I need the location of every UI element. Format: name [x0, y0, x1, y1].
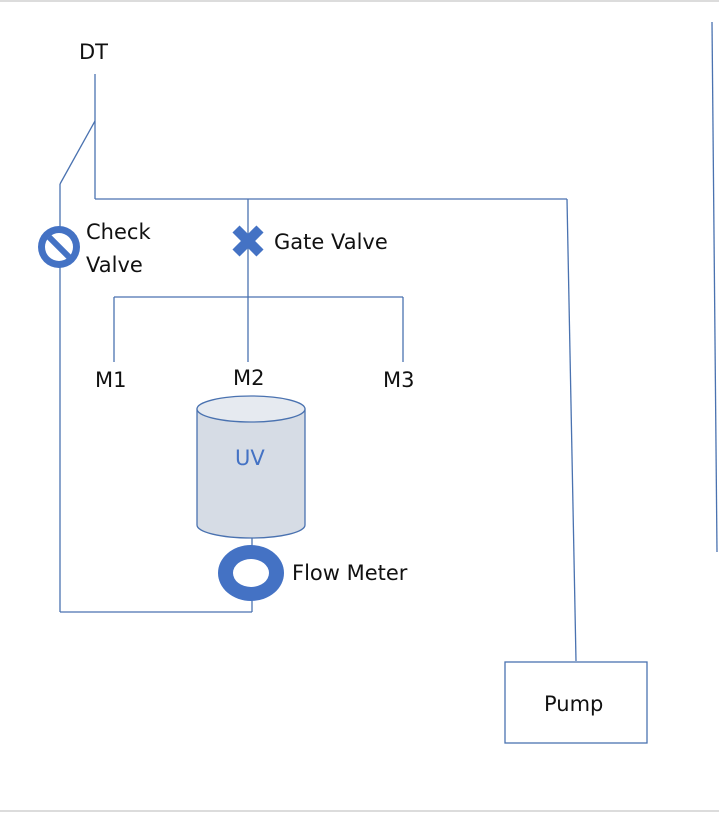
m1-label: M1 [95, 368, 126, 392]
dt-label: DT [79, 40, 108, 64]
uv-tank-icon [196, 395, 306, 539]
check-valve-icon [38, 226, 80, 268]
pump-box [504, 661, 648, 744]
check-valve-label-line2: Valve [86, 253, 143, 277]
flow-meter-hole [233, 559, 269, 587]
branch-diagonal-pipe [59, 120, 96, 185]
right-edge-line [711, 21, 718, 553]
m2-label: M2 [233, 366, 264, 390]
m3-label: M3 [383, 368, 414, 392]
flow-meter-icon [218, 545, 284, 601]
uv-tank-top [196, 395, 306, 423]
gate-valve-stroke-b [232, 225, 264, 257]
uv-tank-body [196, 408, 306, 539]
pump-supply-pipe [566, 198, 577, 662]
uv-label: UV [235, 446, 265, 470]
flow-meter-label: Flow Meter [292, 561, 408, 585]
gate-valve-icon [232, 225, 264, 257]
gate-valve-label: Gate Valve [274, 230, 388, 254]
pump-label: Pump [544, 692, 603, 716]
check-valve-bar [46, 234, 72, 260]
check-valve-label-line1: Check [86, 220, 151, 244]
